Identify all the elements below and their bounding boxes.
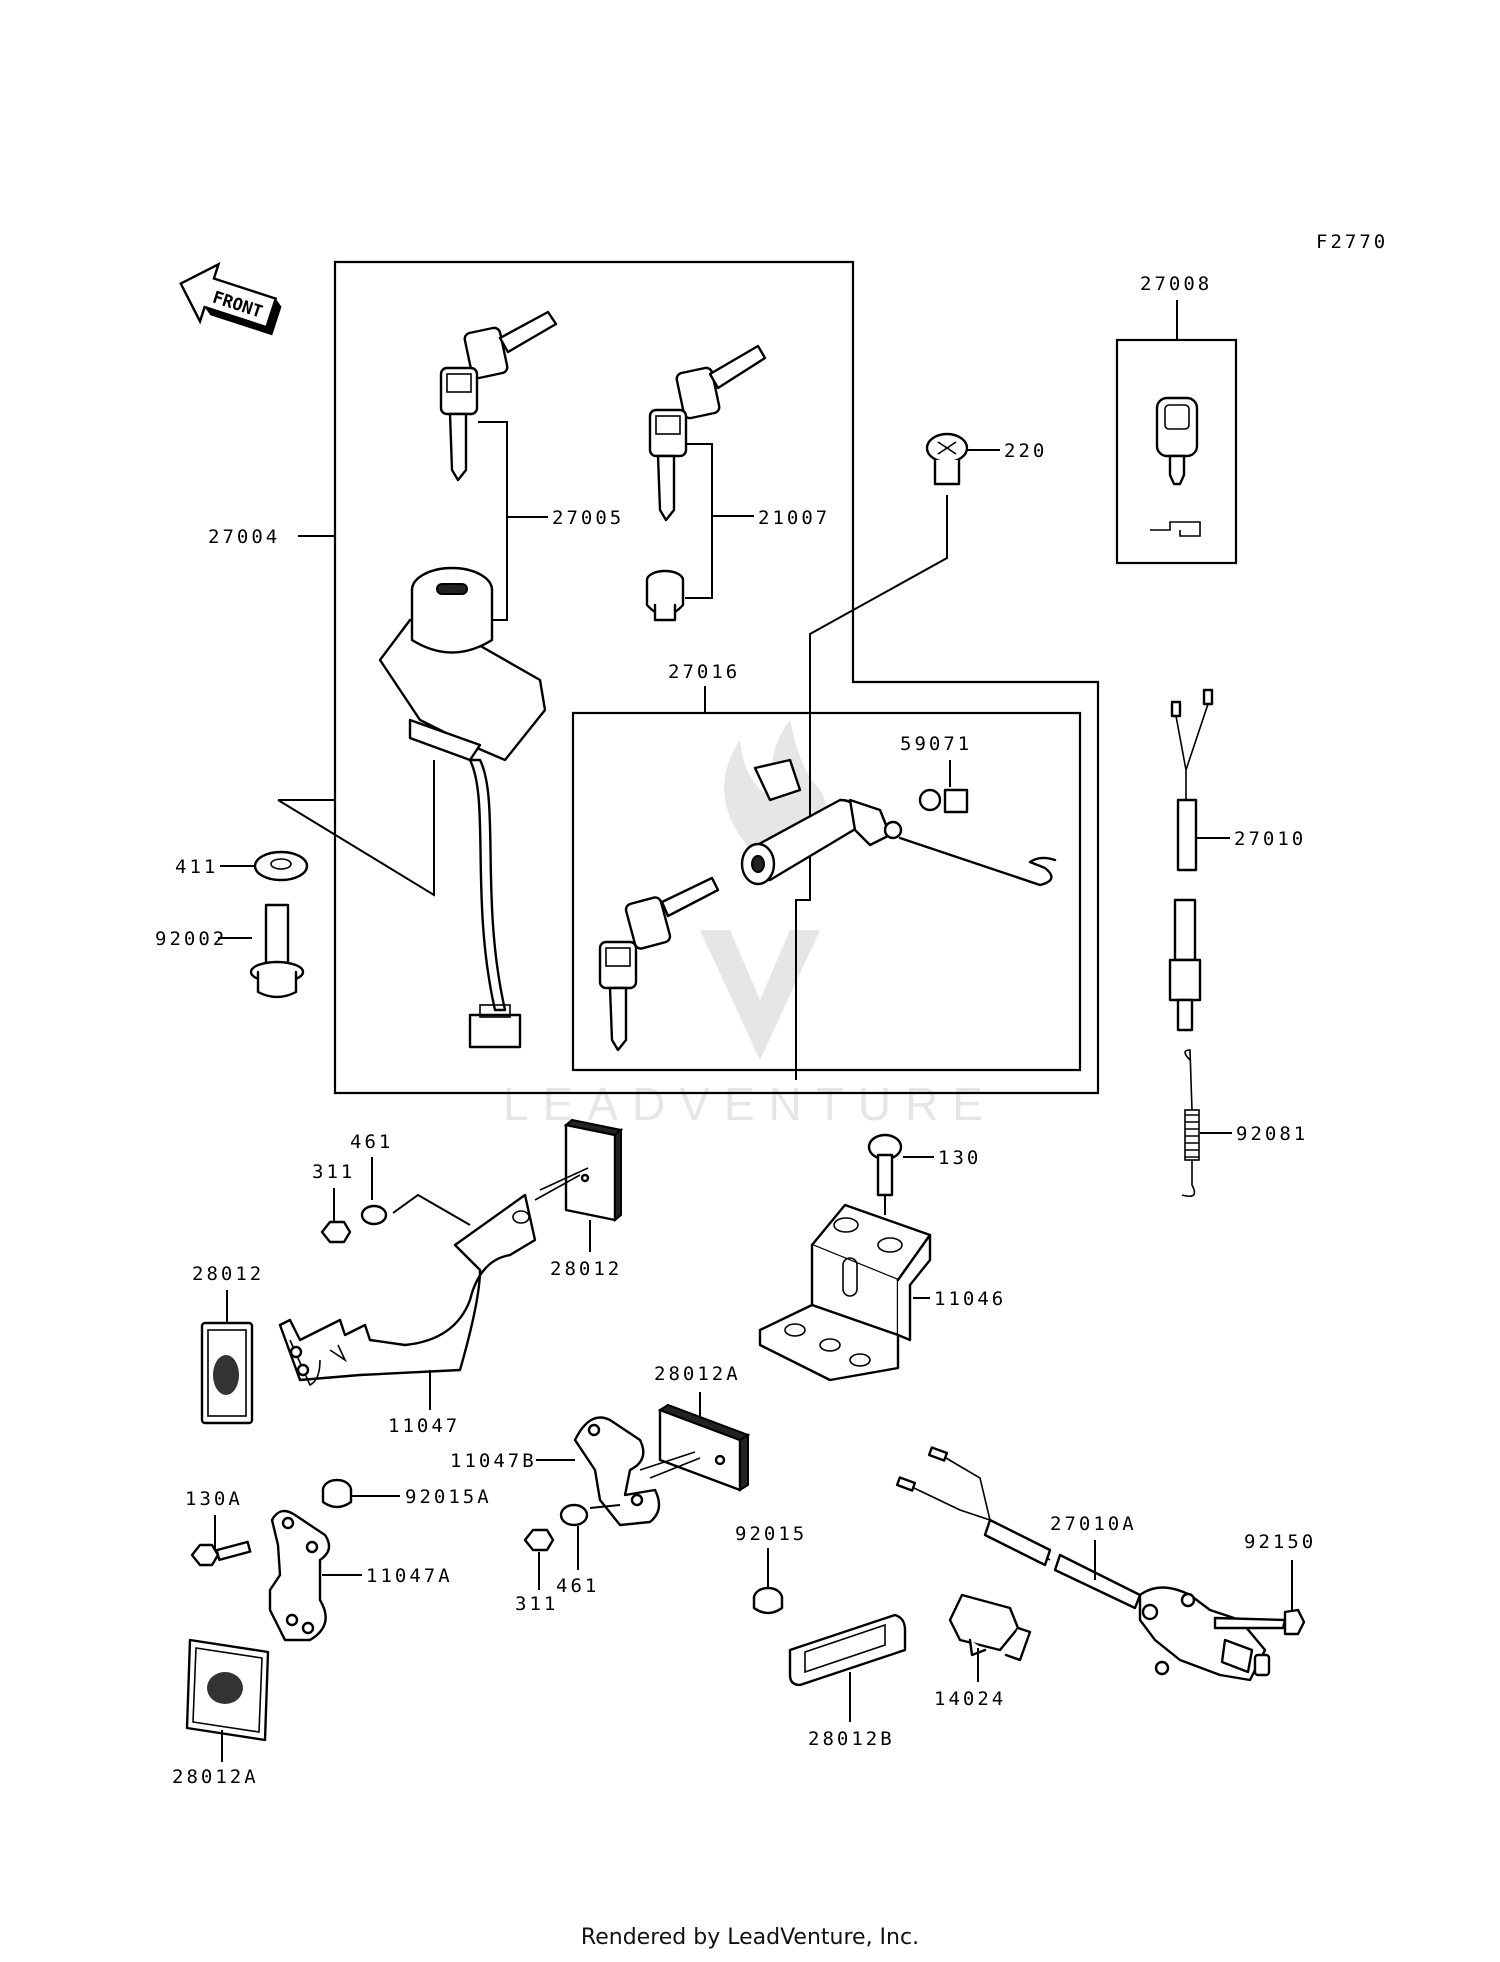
reflector-icon-4 bbox=[185, 1638, 270, 1742]
label-28012-right: 28012 bbox=[550, 1258, 622, 1280]
label-27008: 27008 bbox=[1140, 273, 1212, 295]
nut-icon bbox=[320, 1220, 352, 1244]
cable-nut-icon bbox=[918, 788, 969, 814]
reflector-icon-5 bbox=[788, 1613, 907, 1687]
label-220: 220 bbox=[1004, 440, 1047, 462]
label-11047B: 11047B bbox=[450, 1450, 537, 1472]
screw-icon-2 bbox=[1213, 1608, 1306, 1636]
bracket-icon-4 bbox=[268, 1509, 331, 1642]
bolt-icon-3 bbox=[190, 1540, 252, 1567]
reflector-icon-2 bbox=[200, 1321, 254, 1425]
label-21007: 21007 bbox=[758, 507, 830, 529]
label-28012B: 28012B bbox=[808, 1728, 895, 1750]
washer-icon bbox=[253, 850, 309, 882]
label-28012A-bottom: 28012A bbox=[172, 1766, 259, 1788]
label-14024: 14024 bbox=[934, 1688, 1006, 1710]
label-92081: 92081 bbox=[1236, 1123, 1308, 1145]
label-11047: 11047 bbox=[388, 1415, 460, 1437]
label-28012A-top: 28012A bbox=[654, 1363, 741, 1385]
bolt-icon-2 bbox=[867, 1133, 903, 1197]
label-27010: 27010 bbox=[1234, 828, 1306, 850]
switch-wire-icon bbox=[1168, 688, 1214, 1032]
bracket-icon-3 bbox=[573, 1416, 661, 1527]
ignition-switch-icon bbox=[378, 566, 547, 1049]
lock-cylinder-icon bbox=[645, 569, 685, 622]
label-411: 411 bbox=[175, 856, 218, 878]
label-311-lower: 311 bbox=[515, 1593, 558, 1615]
label-92150: 92150 bbox=[1244, 1531, 1316, 1553]
label-11047A: 11047A bbox=[366, 1565, 453, 1587]
leadventure-watermark: LEADVENTURE bbox=[503, 720, 983, 1130]
reflector-icon bbox=[534, 1118, 624, 1223]
nut-icon-3 bbox=[321, 1478, 353, 1509]
label-461-lower: 461 bbox=[556, 1575, 599, 1597]
reflector-icon-3 bbox=[639, 1403, 751, 1492]
switch-wire-icon-2 bbox=[895, 1446, 1271, 1682]
footer-credit: Rendered by LeadVenture, Inc. bbox=[580, 1925, 920, 1950]
screw-icon bbox=[925, 432, 969, 486]
label-27010A: 27010A bbox=[1050, 1513, 1137, 1535]
group-frame-27016 bbox=[571, 711, 1082, 1072]
seat-lock-icon bbox=[740, 758, 1057, 887]
label-27005: 27005 bbox=[552, 507, 624, 529]
key-set-icon bbox=[439, 310, 558, 482]
connector-icon bbox=[948, 1593, 1032, 1662]
label-27016: 27016 bbox=[668, 661, 740, 683]
bracket-icon bbox=[758, 1203, 932, 1382]
label-27004: 27004 bbox=[208, 526, 280, 548]
label-461-upper: 461 bbox=[350, 1131, 393, 1153]
key-set-icon-2 bbox=[648, 344, 767, 522]
spring-icon bbox=[1181, 1049, 1200, 1198]
figure-code: F2770 bbox=[1316, 231, 1388, 253]
nut-icon-4 bbox=[752, 1586, 784, 1615]
group-frame-27004 bbox=[333, 260, 1100, 1095]
washer-icon-2 bbox=[360, 1204, 388, 1226]
front-arrow-icon: FRONT bbox=[179, 261, 282, 336]
label-92015A: 92015A bbox=[405, 1486, 492, 1508]
label-92002: 92002 bbox=[155, 928, 227, 950]
label-28012-left: 28012 bbox=[192, 1263, 264, 1285]
label-59071: 59071 bbox=[900, 733, 972, 755]
bracket-icon-2 bbox=[278, 1193, 537, 1387]
label-130: 130 bbox=[938, 1147, 981, 1169]
key-set-icon-3 bbox=[598, 876, 720, 1052]
label-92015: 92015 bbox=[735, 1523, 807, 1545]
label-311-upper: 311 bbox=[312, 1161, 355, 1183]
label-11046: 11046 bbox=[934, 1288, 1006, 1310]
washer-icon-3 bbox=[559, 1503, 589, 1527]
nut-icon-2 bbox=[523, 1528, 555, 1552]
key-blank-icon bbox=[1150, 396, 1201, 537]
label-130A: 130A bbox=[185, 1488, 243, 1510]
bolt-icon bbox=[249, 903, 305, 999]
